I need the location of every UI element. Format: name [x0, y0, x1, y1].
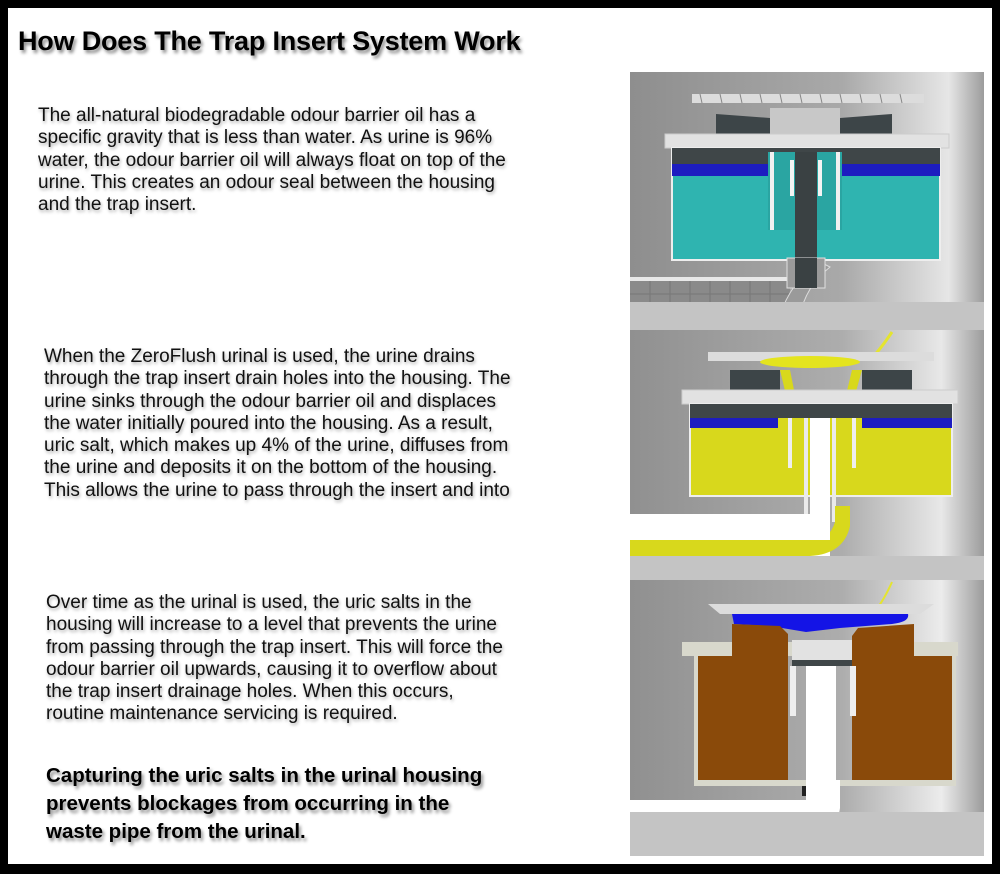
text-line: the water initially poured into the hous…: [44, 412, 493, 434]
diagram-initial-state: [630, 72, 984, 316]
text-line: Over time as the urinal is used, the uri…: [46, 592, 472, 613]
diagram-column: [630, 72, 984, 856]
text-line: waste pipe from the urinal.: [46, 820, 306, 843]
paragraph-salt-buildup: Over time as the urinal is used, the uri…: [46, 592, 503, 726]
text-line: urine. This creates an odour seal betwee…: [38, 171, 496, 193]
text-line: uric salt, which makes up 4% of the urin…: [44, 435, 509, 457]
text-line: When the ZeroFlush urinal is used, the u…: [44, 346, 475, 367]
text-line: and the trap insert.: [38, 194, 197, 216]
paragraph-oil-barrier: The all-natural biodegradable odour barr…: [38, 105, 506, 216]
text-line: the trap insert drainage holes. When thi…: [46, 681, 454, 703]
text-line: urine sinks through the odour barrier oi…: [44, 390, 497, 412]
conclusion-statement: Capturing the uric salts in the urinal h…: [46, 762, 482, 846]
text-line: prevents blockages from occurring in the: [46, 792, 450, 815]
page-title: How Does The Trap Insert System Work: [18, 26, 521, 56]
text-line: routine maintenance servicing is require…: [46, 703, 398, 725]
text-line: specific gravity that is less than water…: [38, 127, 493, 149]
text-line: from passing through the trap insert. Th…: [46, 636, 503, 658]
paragraph-urine-flow: When the ZeroFlush urinal is used, the u…: [44, 346, 511, 502]
text-line: water, the odour barrier oil will always…: [38, 149, 506, 171]
text-line: through the trap insert drain holes into…: [44, 368, 511, 390]
text-line: the urine and deposits it on the bottom …: [44, 457, 498, 479]
text-line: This allows the urine to pass through th…: [44, 479, 510, 501]
text-line: The all-natural biodegradable odour barr…: [38, 105, 476, 126]
text-line: Capturing the uric salts in the urinal h…: [46, 764, 483, 787]
text-line: housing will increase to a level that pr…: [46, 614, 497, 636]
diagram-in-use: [630, 330, 984, 570]
diagram-salt-buildup: [630, 580, 984, 828]
text-line: odour barrier oil upwards, causing it to…: [46, 658, 497, 680]
